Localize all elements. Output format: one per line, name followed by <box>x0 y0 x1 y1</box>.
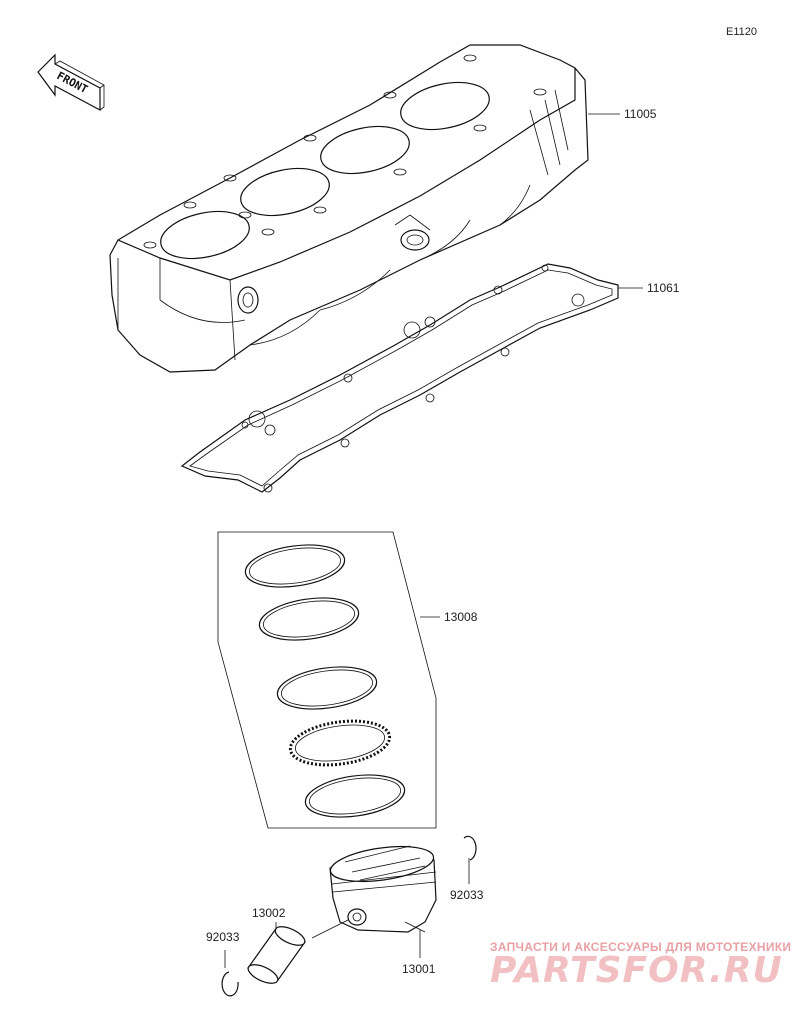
piston-rings <box>244 544 406 818</box>
piston-pin <box>247 926 306 984</box>
piston <box>329 845 437 933</box>
part-label-92033-right[interactable]: 92033 <box>450 888 484 902</box>
diagram-code: E1120 <box>726 26 757 38</box>
watermark-logo: PARTSFOR.RU <box>490 950 783 991</box>
leader-13002 <box>275 919 349 939</box>
part-label-92033-left[interactable]: 92033 <box>206 930 240 944</box>
part-label-11005[interactable]: 11005 <box>624 107 657 121</box>
circlip-right <box>463 835 477 861</box>
part-label-11061[interactable]: 11061 <box>647 281 680 295</box>
part-label-13002[interactable]: 13002 <box>252 906 286 920</box>
part-label-13008[interactable]: 13008 <box>444 610 478 624</box>
ring-set-box <box>217 531 437 829</box>
front-arrow-icon: FRONT <box>37 53 105 111</box>
cylinder-base-gasket <box>180 263 619 493</box>
second-ring <box>258 597 360 641</box>
part-label-13001[interactable]: 13001 <box>402 962 436 976</box>
oil-ring-rail-upper <box>276 666 378 710</box>
cylinder-block <box>109 44 589 373</box>
watermark-tagline: ЗАПЧАСТИ И АКСЕССУАРЫ ДЛЯ МОТОТЕХНИКИ <box>490 940 792 954</box>
circlip-left <box>221 971 239 997</box>
oil-ring-rail-lower <box>304 774 406 818</box>
oil-ring-expander <box>288 719 392 767</box>
top-ring <box>244 544 346 588</box>
